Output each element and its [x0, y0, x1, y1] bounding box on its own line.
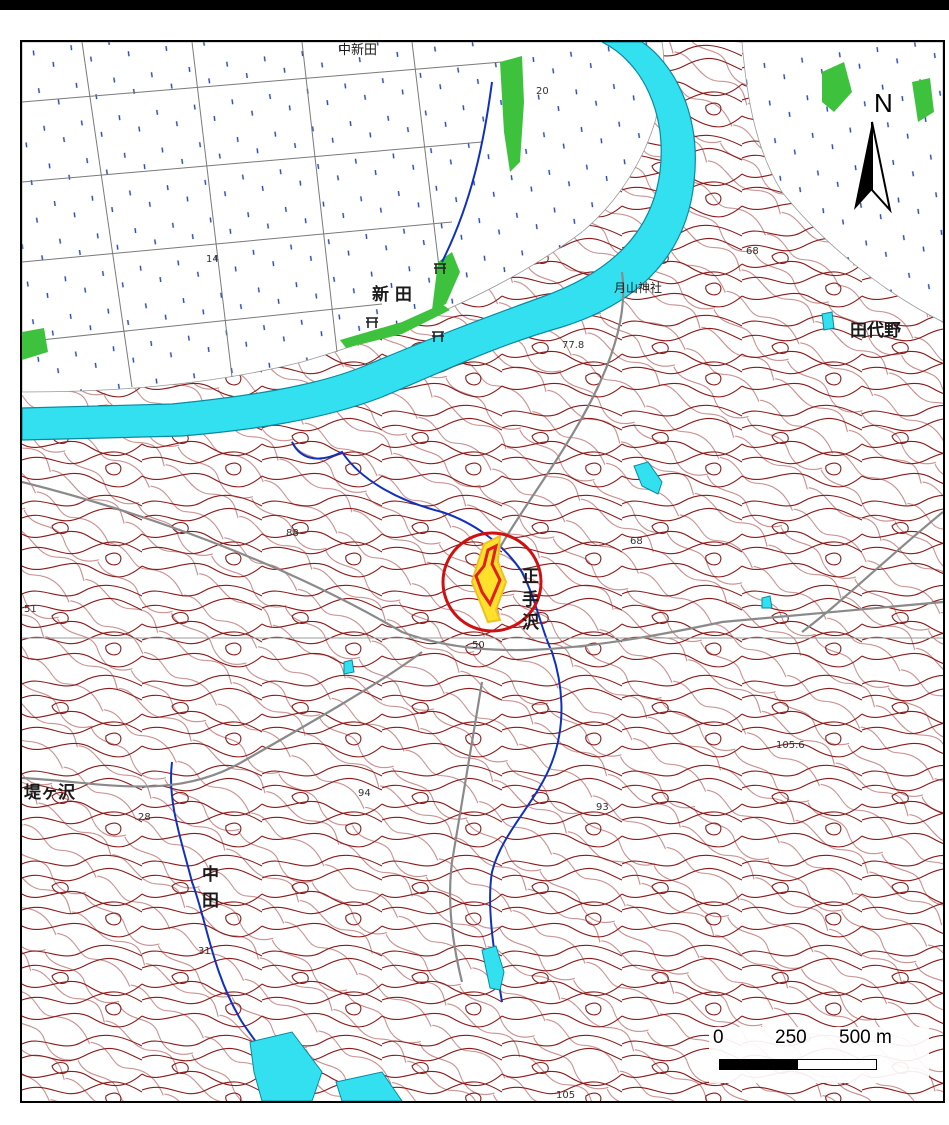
scale-bar-white-segment — [797, 1059, 877, 1070]
scale-label-0: 0 — [713, 1027, 724, 1048]
svg-text:14: 14 — [206, 254, 219, 265]
svg-text:51: 51 — [24, 604, 37, 615]
svg-text:31: 31 — [198, 946, 211, 957]
place-gassan-shrine: 月山神社 — [614, 280, 662, 295]
scale-bar-black-segment — [719, 1059, 799, 1070]
place-top-partial: 中新田 — [338, 42, 377, 58]
forest-patches — [22, 56, 934, 360]
paddy-field-northeast — [741, 42, 943, 323]
svg-text:28: 28 — [138, 812, 151, 823]
place-shinden: 新 田 — [372, 284, 412, 305]
svg-text:105: 105 — [556, 1090, 575, 1101]
svg-text:20: 20 — [536, 86, 549, 97]
svg-text:88: 88 — [286, 528, 299, 539]
place-nakata-1: 中 — [202, 864, 219, 885]
svg-text:93: 93 — [596, 802, 609, 813]
ponds — [249, 311, 835, 1101]
svg-text:77.8: 77.8 — [562, 340, 584, 351]
north-arrow: N — [854, 88, 893, 214]
place-tashirono: 田代野 — [850, 320, 901, 341]
river — [22, 42, 696, 441]
place-shoteizawa-1: 正 — [522, 567, 539, 587]
scale-label-500: 500 m — [839, 1027, 892, 1048]
svg-text:105.6: 105.6 — [776, 740, 805, 751]
place-nakata-2: 田 — [202, 891, 219, 911]
topographic-map[interactable]: 新 田 田代野 月山神社 正 手 沢 堤ヶ沢 中 田 中新田 68 77.8 8… — [20, 40, 945, 1103]
top-border — [0, 0, 949, 10]
place-shoteizawa-3: 沢 — [522, 612, 540, 633]
scale-bar: 0 250 500 m — [709, 1027, 929, 1083]
svg-text:50: 50 — [472, 640, 485, 651]
shrine-icon — [366, 263, 446, 342]
north-arrow-icon — [854, 122, 872, 210]
paddy-grid — [22, 42, 503, 388]
site-highlight-circle — [441, 531, 543, 633]
svg-text:68: 68 — [746, 246, 759, 257]
place-tsutsumigasawa: 堤ヶ沢 — [24, 782, 76, 803]
place-shoteizawa-2: 手 — [522, 589, 539, 610]
map-canvas: 新 田 田代野 月山神社 正 手 沢 堤ヶ沢 中 田 中新田 68 77.8 8… — [22, 42, 943, 1101]
svg-text:94: 94 — [358, 788, 371, 799]
svg-text:68: 68 — [630, 536, 643, 547]
roads — [22, 271, 943, 983]
north-label: N — [874, 88, 893, 118]
archaeological-site-marker[interactable] — [441, 531, 543, 633]
scale-label-250: 250 — [775, 1027, 807, 1048]
